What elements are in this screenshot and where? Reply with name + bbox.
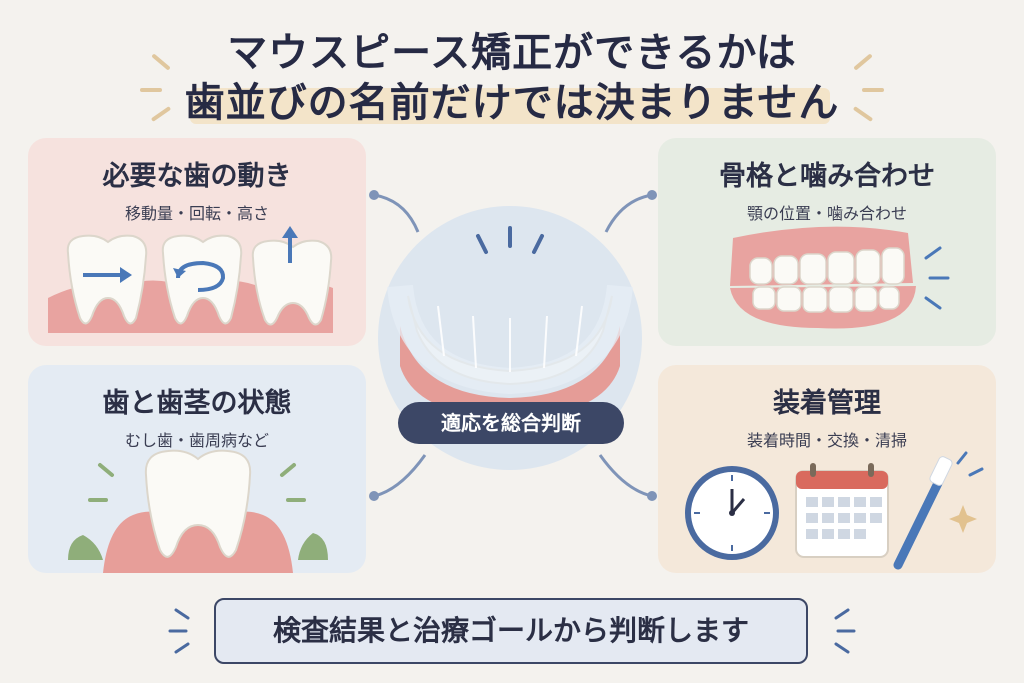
card-title: 装着管理	[773, 388, 881, 419]
title-line-2: 歯並びの名前だけでは決まりません	[184, 80, 840, 126]
aligner-illustration	[387, 226, 633, 418]
card-teeth-gum-condition: 歯と歯茎の状態 むし歯・歯周病など	[28, 365, 366, 573]
title-highlight	[190, 88, 830, 124]
card-subtitle: むし歯・歯周病など	[124, 431, 269, 450]
management-illustration	[685, 451, 984, 570]
card-subtitle: 顎の位置・噛み合わせ	[746, 204, 907, 223]
card-subtitle: 装着時間・交換・清掃	[746, 431, 907, 450]
card-title: 骨格と噛み合わせ	[719, 161, 935, 192]
card-subtitle: 移動量・回転・高さ	[124, 204, 269, 223]
clock-icon	[685, 466, 779, 560]
decor-ray	[140, 88, 162, 92]
card-wear-management: 装着管理 装着時間・交換・清掃	[658, 365, 996, 573]
card-title: 歯と歯茎の状態	[102, 388, 292, 419]
toothbrush-icon	[893, 456, 953, 570]
card-skeleton-bite: 骨格と噛み合わせ 顎の位置・噛み合わせ	[658, 138, 996, 346]
card-tooth-movement: 必要な歯の動き 移動量・回転・高さ	[28, 138, 366, 346]
card-title: 必要な歯の動き	[102, 161, 292, 192]
tooth-movement-illustration	[48, 226, 333, 333]
center-label: 適応を総合判断	[398, 402, 624, 444]
title-line-1: マウスピース矯正ができるかは	[227, 30, 797, 76]
footer-banner: 検査結果と治療ゴールから判断します	[214, 598, 808, 664]
healthy-tooth-illustration	[68, 449, 328, 573]
calendar-icon	[795, 463, 889, 558]
decor-ray	[862, 88, 884, 92]
bite-illustration	[730, 226, 950, 329]
